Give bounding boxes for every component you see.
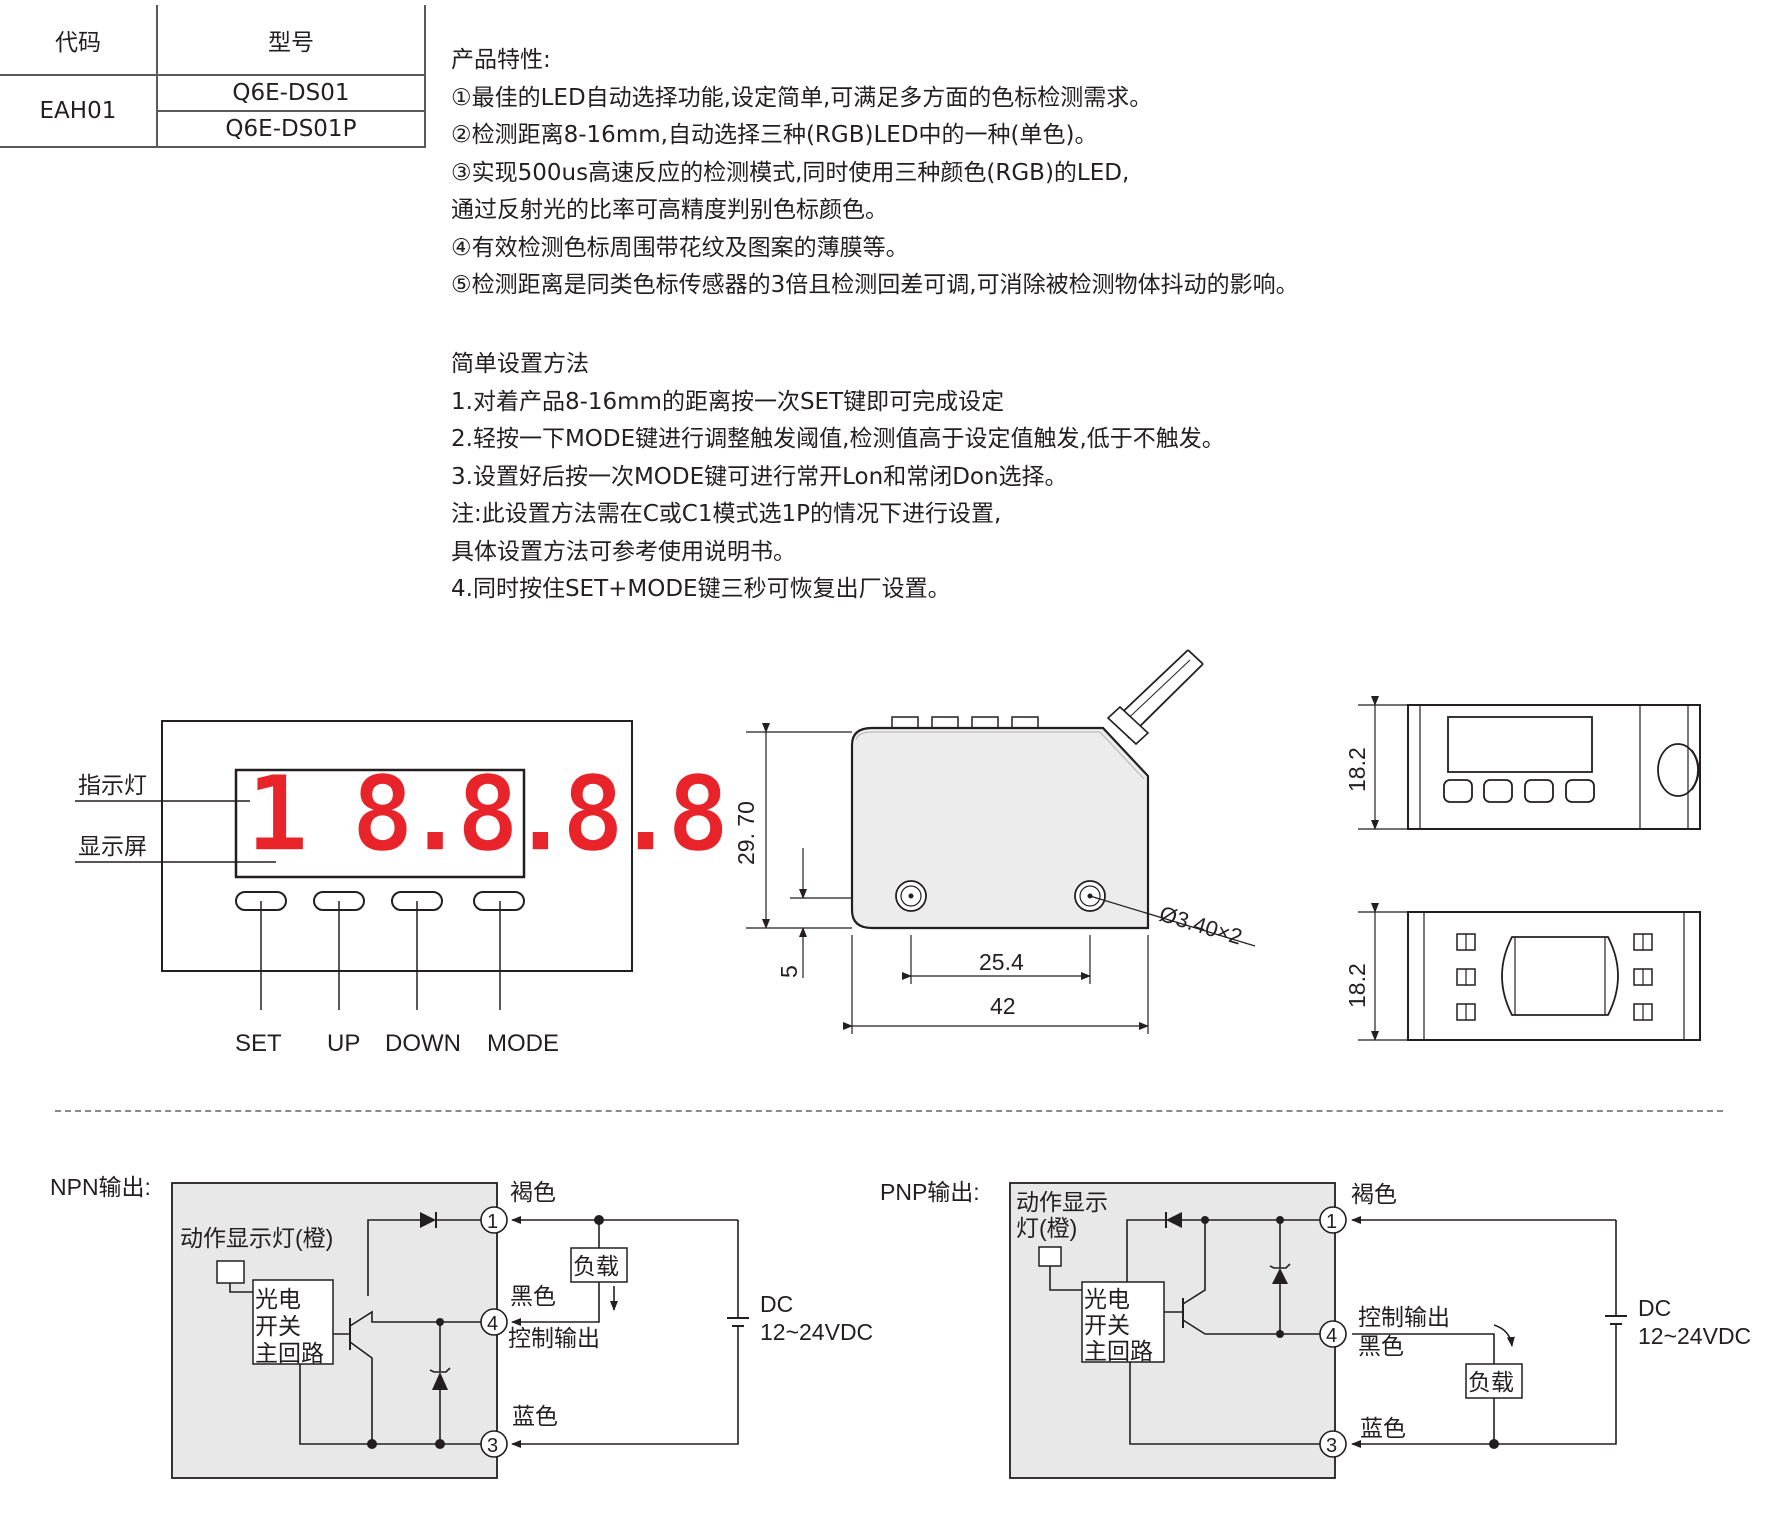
button-label-set: SET: [235, 1030, 282, 1057]
setup-line: 注:此设置方法需在C或C1模式选1P的情况下进行设置,: [451, 501, 1002, 527]
pnp-circuit: PNP输出: 动作显示 灯(橙) 光电 开关 主回路 1 4: [880, 1179, 1751, 1479]
features-section: 产品特性: ①最佳的LED自动选择功能,设定简单,可满足多方面的色标检测需求。 …: [451, 42, 1299, 305]
pnp-voltage-label: 12~24VDC: [1638, 1323, 1751, 1349]
ordering-table: 代码 型号 EAH01 Q6E-DS01 Q6E-DS01P: [0, 5, 427, 148]
pnp-load-label: 负载: [1468, 1369, 1514, 1395]
bottom-view: 18.2: [1344, 903, 1701, 1041]
button-label-mode: MODE: [487, 1030, 559, 1057]
button-label-up: UP: [327, 1030, 360, 1057]
npn-circuit-line: 主回路: [255, 1340, 324, 1366]
pnp-pin-label: 4: [1326, 1325, 1337, 1347]
feature-line: ②检测距离8-16mm,自动选择三种(RGB)LED中的一种(单色)。: [451, 122, 1098, 148]
npn-pin-1: [480, 1206, 508, 1234]
pnp-pin-label: 1: [1326, 1211, 1337, 1233]
feature-line: ⑤检测距离是同类色标传感器的3倍且检测回差可调,可消除被检测物体抖动的影响。: [451, 272, 1299, 298]
dim-side-height-top: 18.2: [1344, 747, 1370, 792]
npn-pin-4: [480, 1308, 508, 1336]
npn-load-label: 负载: [573, 1253, 619, 1279]
pnp-circuit-line: 开关: [1084, 1312, 1130, 1338]
pnp-pin-label: 3: [1326, 1435, 1337, 1457]
model-cell: Q6E-DS01P: [155, 110, 427, 148]
setup-line: 3.设置好后按一次MODE键可进行常开Lon和常闭Don选择。: [451, 463, 1068, 490]
feature-line: ①最佳的LED自动选择功能,设定简单,可满足多方面的色标检测需求。: [451, 84, 1153, 111]
pnp-pin-1: [1319, 1206, 1347, 1234]
pnp-circuit-line: 主回路: [1084, 1338, 1153, 1364]
pnp-indicator-lamp: [1038, 1246, 1062, 1267]
npn-indicator-label: 动作显示灯(橙): [180, 1225, 333, 1251]
dim-height: 29. 70: [733, 801, 759, 865]
side-view: 29. 70 5 25.4 42 Ø3.40×2: [733, 649, 1256, 1034]
setup-title: 简单设置方法: [451, 351, 589, 377]
pnp-title: PNP输出:: [880, 1179, 980, 1205]
npn-brown-label: 褐色: [510, 1179, 556, 1205]
pnp-brown-label: 褐色: [1351, 1181, 1397, 1207]
setup-line: 1.对着产品8-16mm的距离按一次SET键即可完成设定: [451, 388, 1005, 415]
npn-title: NPN输出:: [50, 1174, 151, 1200]
pnp-circuit-line: 光电: [1084, 1286, 1130, 1312]
npn-pin-label: 1: [487, 1211, 498, 1233]
feature-line: ③实现500us高速反应的检测模式,同时使用三种颜色(RGB)的LED,: [451, 159, 1130, 186]
model-cell: Q6E-DS01: [155, 74, 427, 112]
pnp-pin-3: [1319, 1430, 1347, 1458]
pnp-indicator-label: 动作显示: [1016, 1189, 1108, 1215]
npn-control-output-label: 控制输出: [508, 1325, 600, 1351]
npn-voltage-label: 12~24VDC: [760, 1319, 873, 1345]
npn-circuit-line: 光电: [255, 1286, 301, 1312]
top-view: 18.2: [1344, 696, 1701, 830]
mode-key: [473, 891, 525, 911]
npn-pin-label: 4: [487, 1313, 498, 1335]
display-digits: 1 8.8.8.8: [246, 753, 724, 875]
setup-section: 简单设置方法 1.对着产品8-16mm的距离按一次SET键即可完成设定 2.轻按…: [451, 346, 1225, 609]
display-label: 显示屏: [78, 833, 147, 859]
dim-width: 42: [990, 993, 1016, 1019]
pnp-dc-label: DC: [1638, 1295, 1671, 1321]
pnp-blue-label: 蓝色: [1360, 1415, 1406, 1441]
indicator-label: 指示灯: [78, 772, 147, 798]
front-panel: 1 8.8.8.8 指示灯 显示屏 SET UP DOWN MODE: [75, 720, 735, 1057]
table-row: Q6E-DS01P: [0, 110, 427, 148]
button-label-down: DOWN: [385, 1030, 461, 1057]
table-header-row: 代码 型号: [0, 5, 427, 76]
section-divider: [55, 1110, 1723, 1112]
pnp-black-label: 黑色: [1358, 1333, 1404, 1359]
npn-blue-label: 蓝色: [512, 1403, 558, 1429]
feature-line: ④有效检测色标周围带花纹及图案的薄膜等。: [451, 234, 909, 261]
header-model: 型号: [155, 5, 427, 76]
pnp-control-output-label: 控制输出: [1358, 1304, 1450, 1330]
dim-side-height-bottom: 18.2: [1344, 963, 1370, 1008]
npn-pin-label: 3: [487, 1435, 498, 1457]
feature-line: 通过反射光的比率可高精度判别色标颜色。: [451, 197, 888, 223]
dim-hole-diameter: Ø3.40×2: [1157, 901, 1246, 950]
npn-circuit: NPN输出: 动作显示灯(橙) 光电 开关 主回路 1 4 3: [50, 1174, 873, 1479]
npn-indicator-lamp: [216, 1260, 245, 1284]
pnp-pin-4: [1319, 1320, 1347, 1348]
npn-circuit-line: 开关: [255, 1313, 301, 1339]
npn-black-label: 黑色: [510, 1283, 556, 1309]
code-cell: EAH01: [0, 74, 158, 148]
setup-line: 2.轻按一下MODE键进行调整触发阈值,检测值高于设定值触发,低于不触发。: [451, 426, 1225, 452]
npn-dc-label: DC: [760, 1291, 793, 1317]
dim-hole-spacing: 25.4: [979, 949, 1024, 975]
npn-pin-3: [480, 1430, 508, 1458]
pnp-indicator-label: 灯(橙): [1016, 1215, 1077, 1241]
dim-offset: 5: [776, 965, 802, 978]
features-title: 产品特性:: [451, 47, 551, 73]
setup-line: 具体设置方法可参考使用说明书。: [451, 538, 796, 565]
setup-line: 4.同时按住SET+MODE键三秒可恢复出厂设置。: [451, 576, 951, 602]
table-row: EAH01 Q6E-DS01: [0, 74, 427, 148]
header-code: 代码: [0, 5, 158, 76]
